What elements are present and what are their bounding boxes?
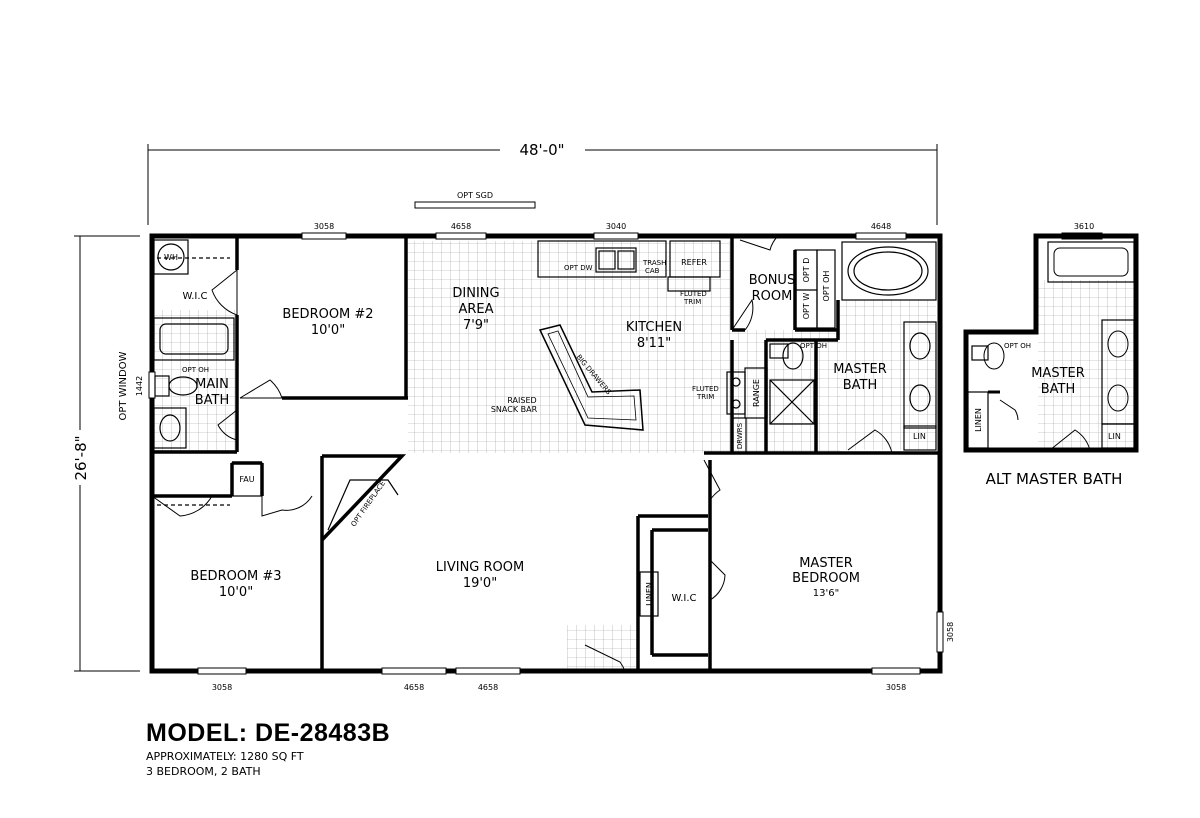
bonus-name2: ROOM: [752, 289, 793, 304]
opt-oh-label: OPT OH: [182, 366, 209, 374]
window-4648: 4648: [871, 222, 891, 231]
opt-oh-master-label: OPT OH: [800, 342, 827, 350]
bonus-name1: BONUS: [749, 273, 795, 288]
depth-dimension: 26'-8": [72, 435, 90, 480]
window-3058-right: 3058: [946, 622, 955, 642]
model-beds: 3 BEDROOM, 2 BATH: [146, 765, 261, 778]
dining-name1: DINING: [452, 286, 499, 301]
room-labels: BEDROOM #2 10'0" BEDROOM #3 10'0" DINING…: [190, 273, 1084, 600]
master-bath-name2: BATH: [843, 378, 878, 393]
wic2-label: W.I.C: [671, 593, 696, 604]
trim-label-2: TRIM: [696, 393, 714, 401]
master-bath-name1: MASTER: [833, 362, 887, 377]
cab-label: CAB: [645, 267, 660, 275]
trash-label: TRASH: [642, 259, 666, 267]
master-bedroom-name2: BEDROOM: [792, 571, 860, 586]
window-3040: 3040: [606, 222, 626, 231]
opt-sgd-label: OPT SGD: [457, 191, 493, 200]
main-bath-name2: BATH: [195, 393, 230, 408]
wic-label: W.I.C: [182, 291, 207, 302]
window-labels: 3058 4658 3040 4648 3610 3058 4658 4658 …: [212, 222, 1094, 692]
window-3058-top: 3058: [314, 222, 334, 231]
fau-label: FAU: [239, 475, 254, 484]
dimension-lines: [74, 144, 938, 672]
model-title: MODEL: DE-28483B: [146, 719, 391, 747]
model-area: APPROXIMATELY: 1280 SQ FT: [146, 750, 304, 763]
bedroom2-name: BEDROOM #2: [282, 307, 373, 322]
fluted-label: FLUTED: [680, 290, 707, 298]
window-4658-top: 4658: [451, 222, 471, 231]
dining-size: 7'9": [463, 318, 489, 333]
opt-oh-alt-label: OPT OH: [1004, 342, 1031, 350]
width-dimension: 48'-0": [519, 141, 564, 159]
window-3610: 3610: [1074, 222, 1094, 231]
kitchen-name: KITCHEN: [626, 320, 682, 335]
window-3058-bottom-right: 3058: [886, 683, 906, 692]
alt-master-bath-name2: BATH: [1041, 382, 1076, 397]
water-heater-label: WH: [164, 253, 178, 262]
lin-alt-label: LIN: [1108, 432, 1121, 441]
raised-label: RAISED: [507, 396, 536, 405]
fluted-label-2: FLUTED: [692, 385, 719, 393]
window-4658-bottom-2: 4658: [478, 683, 498, 692]
snack-bar-label: SNACK BAR: [491, 405, 538, 414]
opt-dw-label: OPT DW: [564, 264, 593, 272]
living-size: 19'0": [463, 576, 497, 591]
door-swings: [151, 235, 1091, 672]
master-bedroom-name1: MASTER: [799, 556, 853, 571]
range-label: RANGE: [752, 379, 761, 407]
refer-label: REFER: [681, 258, 707, 267]
window-4658-bottom-1: 4658: [404, 683, 424, 692]
alt-master-bath-plan: [963, 233, 1139, 453]
opt-d-label: OPT D: [802, 258, 811, 283]
drawers-label: DRWRS: [736, 422, 744, 449]
bedroom2-size: 10'0": [311, 323, 345, 338]
opt-window-code: 1442: [135, 376, 144, 396]
exterior-walls: [149, 233, 943, 674]
lin-label: LIN: [913, 432, 926, 441]
opt-w-label: OPT W: [802, 293, 811, 320]
linen-alt-label: LINEN: [974, 408, 983, 432]
alt-master-bath-title: ALT MASTER BATH: [986, 470, 1123, 488]
bedroom3-name: BEDROOM #3: [190, 569, 281, 584]
fixtures: [153, 239, 937, 617]
window-3058-bottom-left: 3058: [212, 683, 232, 692]
windows: [148, 201, 1103, 675]
living-name: LIVING ROOM: [436, 560, 524, 575]
opt-oh-bonus-label: OPT OH: [822, 271, 831, 302]
kitchen-size: 8'11": [637, 336, 671, 351]
tile-floor: [152, 241, 1135, 670]
opt-window-label: OPT WINDOW: [118, 351, 129, 420]
main-bath-name1: MAIN: [195, 377, 229, 392]
bedroom3-size: 10'0": [219, 585, 253, 600]
master-bedroom-size: 13'6": [813, 588, 839, 599]
alt-master-bath-name1: MASTER: [1031, 366, 1085, 381]
trim-label: TRIM: [683, 298, 701, 306]
linen-label: LINEN: [645, 582, 654, 606]
dining-name2: AREA: [458, 302, 493, 317]
